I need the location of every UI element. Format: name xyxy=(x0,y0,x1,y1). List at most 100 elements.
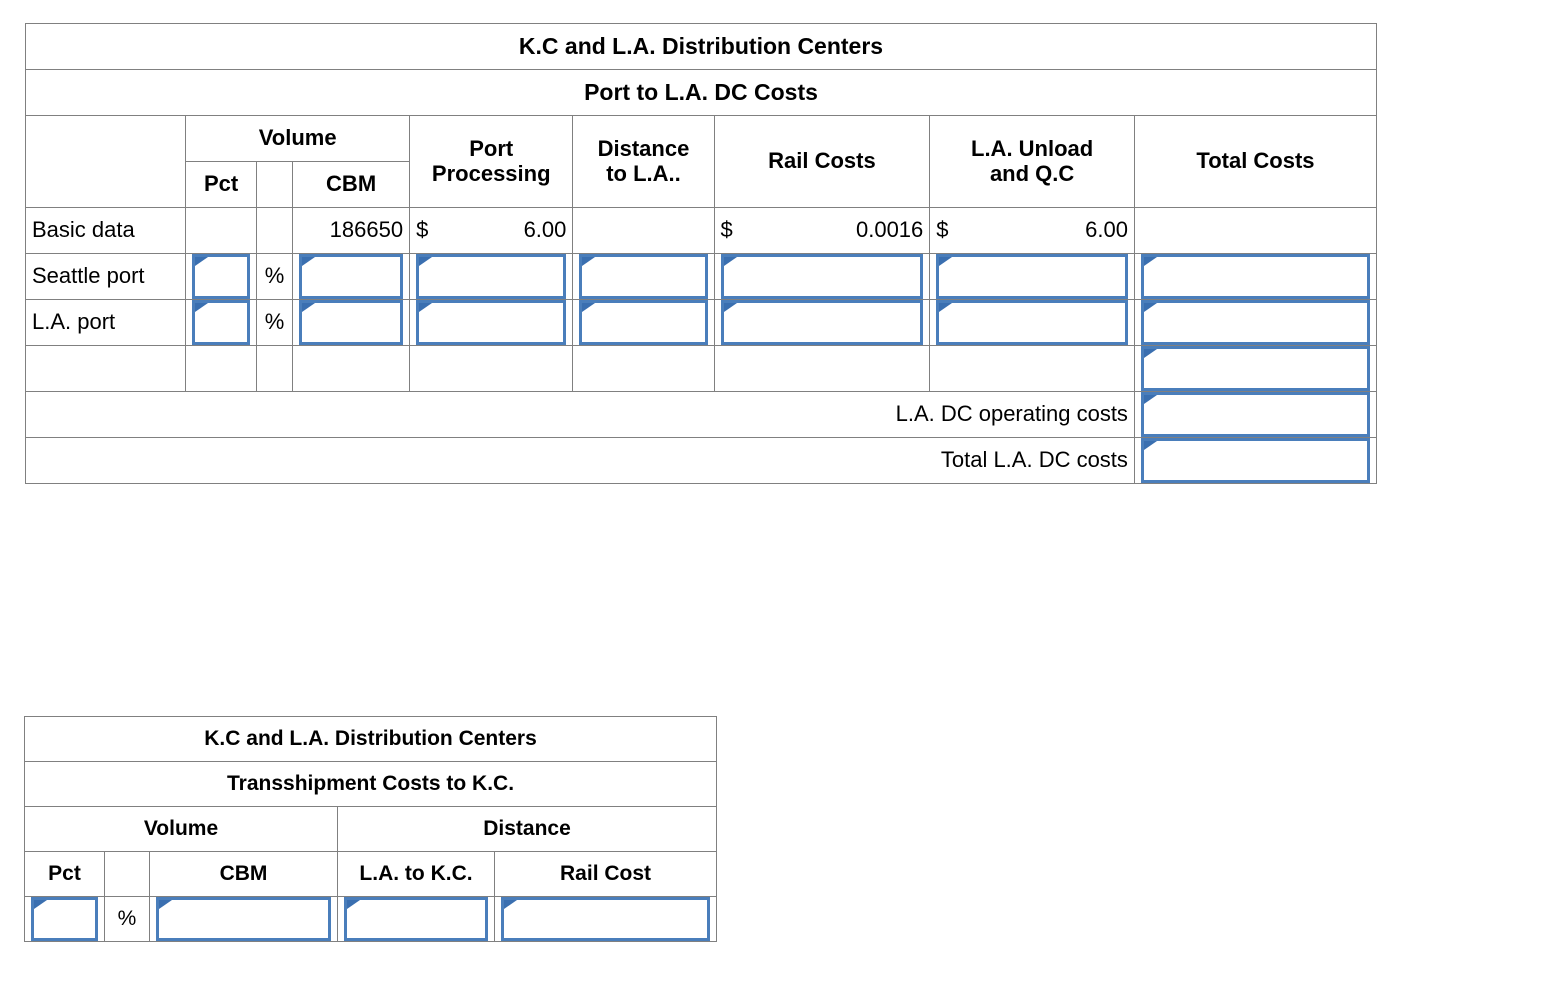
table2-pct-cell[interactable] xyxy=(24,896,105,942)
operating-costs-label: L.A. DC operating costs xyxy=(25,391,1135,438)
basic-data-rail-costs: $ 0.0016 xyxy=(713,207,931,254)
la-port-port-processing-input[interactable] xyxy=(416,300,567,345)
basic-data-distance xyxy=(572,207,715,254)
row-label-seattle-port: Seattle port xyxy=(24,253,187,300)
seattle-port-port-processing-input[interactable] xyxy=(416,254,567,299)
seattle-port-total-costs-input[interactable] xyxy=(1140,254,1370,299)
table2-la-to-kc-cell[interactable] xyxy=(337,896,495,942)
seattle-port-cbm-input[interactable] xyxy=(299,254,404,299)
table-row-basic-data: Basic data 186650 $ 6.00 $ 0.0016 xyxy=(24,207,1378,254)
blank-row-rail-costs xyxy=(713,345,931,392)
la-port-pct-symbol: % xyxy=(255,299,294,346)
rail-costs-currency-symbol: $ xyxy=(720,217,733,243)
la-port-distance-cell[interactable] xyxy=(572,299,715,346)
seattle-port-rail-costs-input[interactable] xyxy=(720,254,924,299)
table2-subtitle: Transshipment Costs to K.C. xyxy=(23,761,718,807)
seattle-port-la-unload-cell[interactable] xyxy=(929,253,1135,300)
la-port-total-costs-cell[interactable] xyxy=(1133,299,1378,346)
table2-header-pct-symbol xyxy=(104,851,150,897)
la-port-total-costs-input[interactable] xyxy=(1140,300,1370,345)
la-port-rail-costs-input[interactable] xyxy=(720,300,924,345)
seattle-port-total-costs-cell[interactable] xyxy=(1133,253,1378,300)
la-port-la-unload-input[interactable] xyxy=(936,300,1128,345)
table1-subtitle: Port to L.A. DC Costs xyxy=(25,69,1377,116)
seattle-port-pct-input[interactable] xyxy=(192,254,250,299)
table2-header-row-2: Pct CBM L.A. to K.C. Rail Cost xyxy=(24,851,718,897)
la-port-la-unload-cell[interactable] xyxy=(929,299,1135,346)
la-port-cbm-cell[interactable] xyxy=(292,299,411,346)
seattle-port-port-processing-cell[interactable] xyxy=(409,253,574,300)
operating-costs-input[interactable] xyxy=(1140,392,1370,437)
la-port-cbm-input[interactable] xyxy=(299,300,404,345)
table2-subtitle-row: Transshipment Costs to K.C. xyxy=(23,761,718,807)
row-label-basic-data: Basic data xyxy=(24,207,187,254)
table1-header-cbm: CBM xyxy=(292,161,411,208)
port-processing-line-1: Port xyxy=(469,136,514,162)
table1-title-row: K.C and L.A. Distribution Centers xyxy=(25,23,1377,70)
table1-subtitle-row: Port to L.A. DC Costs xyxy=(25,69,1377,116)
table-row-total-la-dc-costs: Total L.A. DC costs xyxy=(25,437,1378,484)
table1-header-rail-costs: Rail Costs xyxy=(713,115,931,208)
basic-data-la-unload: $ 6.00 xyxy=(929,207,1135,254)
table2-rail-cost-input[interactable] xyxy=(501,897,711,941)
la-port-port-processing-cell[interactable] xyxy=(409,299,574,346)
table1-header-corner-blank xyxy=(24,115,187,208)
table1-header-row-1: Volume Port Processing Distance to L.A..… xyxy=(24,115,1378,208)
table-row-operating-costs: L.A. DC operating costs xyxy=(25,391,1378,438)
table2-la-to-kc-input[interactable] xyxy=(344,897,488,941)
la-port-pct-cell[interactable] xyxy=(185,299,257,346)
row-label-la-port: L.A. port xyxy=(24,299,187,346)
la-unload-value: 6.00 xyxy=(1085,217,1128,243)
table2-header-la-to-kc: L.A. to K.C. xyxy=(337,851,495,897)
distance-line-1: Distance xyxy=(597,136,690,162)
table2-header-distance: Distance xyxy=(336,806,718,852)
total-la-dc-costs-input[interactable] xyxy=(1140,438,1370,483)
seattle-port-pct-cell[interactable] xyxy=(185,253,257,300)
seattle-port-distance-cell[interactable] xyxy=(572,253,715,300)
la-unload-currency-symbol: $ xyxy=(936,217,949,243)
la-port-distance-input[interactable] xyxy=(579,300,708,345)
transshipment-costs-to-kc-table: K.C and L.A. Distribution Centers Transs… xyxy=(23,716,718,942)
la-port-rail-costs-cell[interactable] xyxy=(713,299,931,346)
la-unload-line-2: and Q.C xyxy=(989,160,1075,186)
seattle-port-la-unload-input[interactable] xyxy=(936,254,1128,299)
table2-cbm-input[interactable] xyxy=(156,897,331,941)
table2-title-row: K.C and L.A. Distribution Centers xyxy=(23,716,718,762)
table1-header-port-processing: Port Processing xyxy=(409,115,574,208)
table2-header-volume: Volume xyxy=(24,806,338,852)
basic-data-pct xyxy=(185,207,257,254)
blank-row-port-processing xyxy=(409,345,574,392)
rail-costs-value: 0.0016 xyxy=(855,217,924,243)
total-la-dc-costs-value-cell[interactable] xyxy=(1133,437,1378,484)
seattle-port-pct-symbol: % xyxy=(255,253,294,300)
port-processing-line-2: Processing xyxy=(431,160,551,186)
table1-header-la-unload: L.A. Unload and Q.C xyxy=(929,115,1135,208)
table2-pct-input[interactable] xyxy=(31,897,98,941)
seattle-port-cbm-cell[interactable] xyxy=(292,253,411,300)
table2-entry-row: % xyxy=(24,896,718,942)
table1-header-volume: Volume xyxy=(185,115,411,162)
table2-header-pct: Pct xyxy=(24,851,105,897)
table-row-blank xyxy=(24,345,1378,392)
blank-row-label xyxy=(24,345,187,392)
table1-header-distance-to-la: Distance to L.A.. xyxy=(572,115,715,208)
table2-pct-symbol: % xyxy=(104,896,150,942)
port-processing-currency-symbol: $ xyxy=(416,217,429,243)
table1-title: K.C and L.A. Distribution Centers xyxy=(25,23,1377,70)
seattle-port-rail-costs-cell[interactable] xyxy=(713,253,931,300)
table1-header-pct-symbol xyxy=(255,161,294,208)
port-to-la-dc-costs-table: K.C and L.A. Distribution Centers Port t… xyxy=(24,23,1378,484)
table2-rail-cost-cell[interactable] xyxy=(493,896,718,942)
blank-row-total-costs-cell[interactable] xyxy=(1133,345,1378,392)
table2-cbm-cell[interactable] xyxy=(149,896,338,942)
operating-costs-value-cell[interactable] xyxy=(1133,391,1378,438)
basic-data-pct-symbol xyxy=(255,207,294,254)
table2-header-row-1: Volume Distance xyxy=(24,806,718,852)
table-row-la-port: L.A. port % xyxy=(24,299,1378,346)
blank-row-total-costs-input[interactable] xyxy=(1140,346,1370,391)
basic-data-total-costs xyxy=(1133,207,1378,254)
table2-header-cbm: CBM xyxy=(149,851,338,897)
seattle-port-distance-input[interactable] xyxy=(579,254,708,299)
la-port-pct-input[interactable] xyxy=(192,300,250,345)
